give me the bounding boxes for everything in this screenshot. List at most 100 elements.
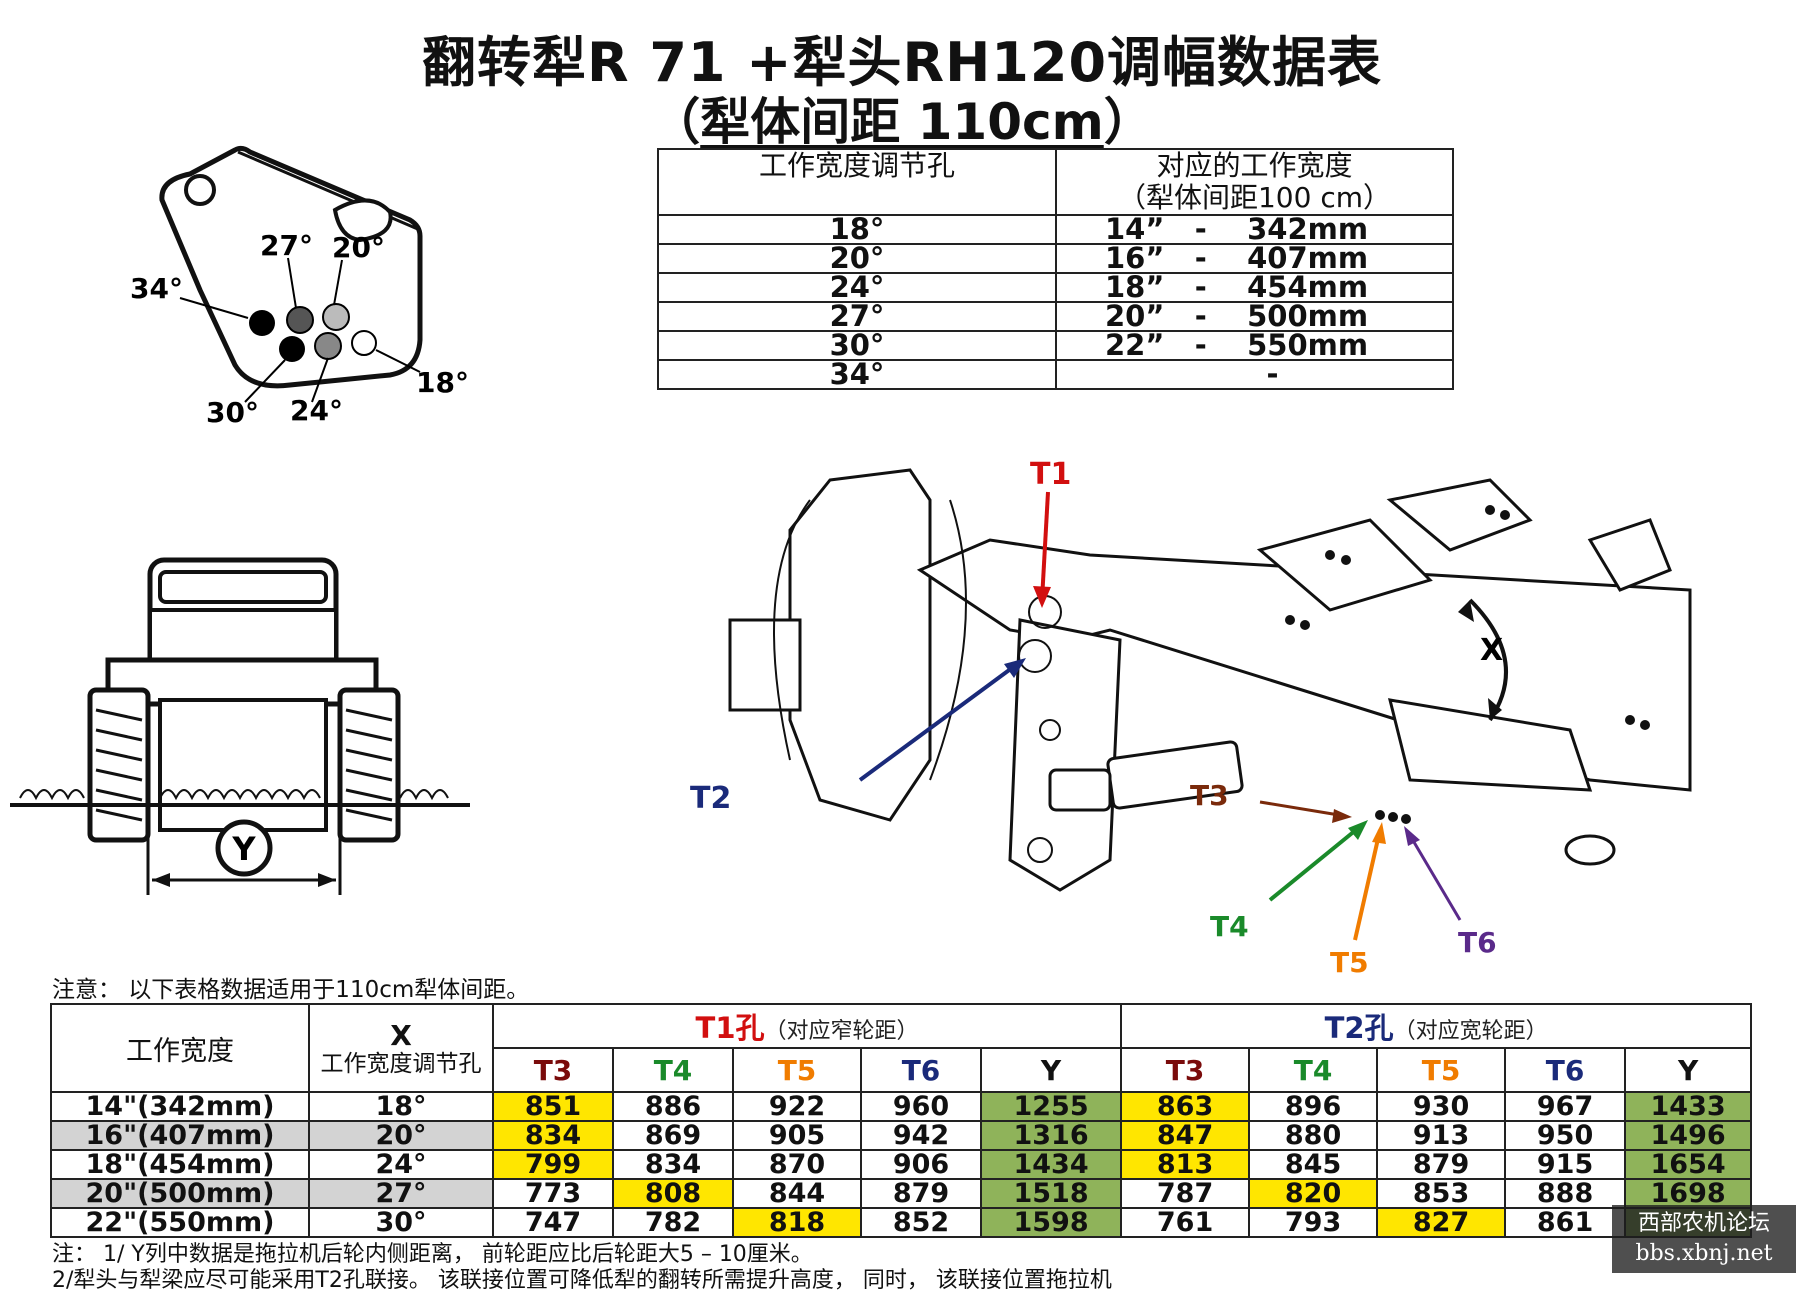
cell-width: 22"(550mm) xyxy=(50,1207,310,1238)
label-20: 20° xyxy=(332,231,385,264)
bracket-slot xyxy=(332,198,393,243)
cell-t2-t5: 913 xyxy=(1376,1120,1507,1151)
col-y-t2: Y xyxy=(1624,1047,1753,1093)
t1-arrow xyxy=(1040,491,1050,601)
table-row: 27°20” - 500mm xyxy=(657,301,1454,332)
cell-t2-t4: 896 xyxy=(1248,1091,1379,1122)
subtitle-main: 犁体间距 110cm xyxy=(700,93,1104,151)
col-t4-t2: T4 xyxy=(1248,1047,1379,1093)
x-label: X xyxy=(1480,633,1503,668)
header-t2-group: T2孔（对应宽轮距） xyxy=(1120,1003,1753,1049)
cell-t2-t5: 879 xyxy=(1376,1149,1507,1180)
watermark-url: bbs.xbnj.net xyxy=(1635,1241,1773,1266)
cell-width: 14"(342mm) xyxy=(50,1091,310,1122)
col-t4-t1: T4 xyxy=(612,1047,734,1093)
t6-arrow xyxy=(1406,831,1462,921)
col-t6-t1: T6 xyxy=(860,1047,982,1093)
plow-mechanism-diagram: X T1 T2 T3 T4 T5 T6 xyxy=(690,457,1692,979)
cell-t2-t6: 950 xyxy=(1504,1120,1627,1151)
tractor-diagram: Y xyxy=(10,557,470,895)
label-24: 24° xyxy=(290,394,343,427)
hole-34 xyxy=(249,310,275,336)
t2-label: T2 xyxy=(690,781,731,816)
cell-width: 18"(454mm) xyxy=(50,1149,310,1180)
cell-t1-t5: 818 xyxy=(732,1207,862,1238)
t4-arrow xyxy=(1268,823,1364,902)
cell-t1-t4: 834 xyxy=(612,1149,734,1180)
bracket-diagram: 34° 27° 20° 30° 24° 18° xyxy=(130,145,469,429)
table-row: 20°16” - 407mm xyxy=(657,243,1454,274)
cell-width: 20"(500mm) xyxy=(50,1178,310,1209)
cell-hole: 20° xyxy=(308,1120,494,1151)
watermark: 西部农机论坛 bbs.xbnj.net xyxy=(1612,1205,1796,1273)
cell-width: 16"(407mm) xyxy=(50,1120,310,1151)
cell-t1-y: 1598 xyxy=(979,1207,1123,1238)
t1-label: T1 xyxy=(1030,457,1071,492)
cell-t1-t5: 844 xyxy=(732,1178,862,1209)
label-30: 30° xyxy=(206,396,259,429)
cell-t2-t6: 967 xyxy=(1504,1091,1627,1122)
cell-t1-t3: 834 xyxy=(492,1120,614,1151)
table-row: 34° - xyxy=(657,359,1454,390)
hole-24 xyxy=(314,332,342,360)
label-27: 27° xyxy=(260,229,313,262)
cell-t1-y: 1316 xyxy=(979,1120,1123,1151)
subtitle-close: ） xyxy=(1103,93,1154,151)
cell-t2-y: 1433 xyxy=(1624,1091,1753,1122)
table-row: 30°22” - 550mm xyxy=(657,330,1454,361)
watermark-name: 西部农机论坛 xyxy=(1637,1211,1770,1236)
cell-t2-t3: 761 xyxy=(1120,1207,1251,1238)
cell-t1-t6: 906 xyxy=(860,1149,982,1180)
cell-t2-t4: 845 xyxy=(1248,1149,1379,1180)
table-note: 注意： 以下表格数据适用于110cm犁体间距。 xyxy=(52,977,530,1003)
t2-arrow xyxy=(858,660,1022,782)
cell-t2-t6: 915 xyxy=(1504,1149,1627,1180)
col-t5-t1: T5 xyxy=(732,1047,862,1093)
hole-width-table: 工作宽度调节孔 对应的工作宽度（犁体间距100 cm） 18°14” - 342… xyxy=(657,148,1454,390)
bracket-top-hole xyxy=(184,174,216,206)
tractor-body xyxy=(105,657,379,707)
cell-t1-t6: 960 xyxy=(860,1091,982,1122)
cell-t2-t6: 888 xyxy=(1504,1178,1627,1209)
left-wheel xyxy=(87,687,151,843)
page-subtitle: （犁体间距 110cm） xyxy=(0,82,1804,154)
cell-t1-t3: 773 xyxy=(492,1178,614,1209)
y-label-circle xyxy=(215,819,273,877)
cell-t2-t6: 861 xyxy=(1504,1207,1627,1238)
cell-t2-t5: 853 xyxy=(1376,1178,1507,1209)
cell-t1-t4: 808 xyxy=(612,1178,734,1209)
t3-label: T3 xyxy=(1190,779,1229,812)
swing-arm xyxy=(1008,618,1122,892)
header-t1-group: T1孔（对应窄轮距） xyxy=(491,1003,1123,1049)
cell-t1-t6: 942 xyxy=(860,1120,982,1151)
cell-t2-t5: 827 xyxy=(1376,1207,1507,1238)
cell-t1-t3: 747 xyxy=(492,1207,614,1238)
cell-t2-t3: 787 xyxy=(1120,1178,1251,1209)
cell-t1-y: 1255 xyxy=(979,1091,1123,1122)
hole-20 xyxy=(322,303,350,331)
cell-t1-t6: 879 xyxy=(860,1178,982,1209)
headstock-side-plate xyxy=(728,618,802,712)
col-t3-t2: T3 xyxy=(1120,1047,1251,1093)
cell-t1-t4: 886 xyxy=(612,1091,734,1122)
t6-label: T6 xyxy=(1458,926,1497,959)
cell-t2-t3: 863 xyxy=(1120,1091,1251,1122)
col-t5-t2: T5 xyxy=(1376,1047,1507,1093)
y-label: Y xyxy=(231,830,256,868)
cell-t1-t5: 922 xyxy=(732,1091,862,1122)
cell-hole: 30° xyxy=(308,1207,494,1238)
cell-t1-t4: 782 xyxy=(612,1207,734,1238)
cell-t1-y: 1434 xyxy=(979,1149,1123,1180)
cell-t2-y: 1496 xyxy=(1624,1120,1753,1151)
label-34: 34° xyxy=(130,272,183,305)
cell-t2-t5: 930 xyxy=(1376,1091,1507,1122)
hole-t2 xyxy=(1018,639,1052,673)
table-row: 24°18” - 454mm xyxy=(657,272,1454,303)
